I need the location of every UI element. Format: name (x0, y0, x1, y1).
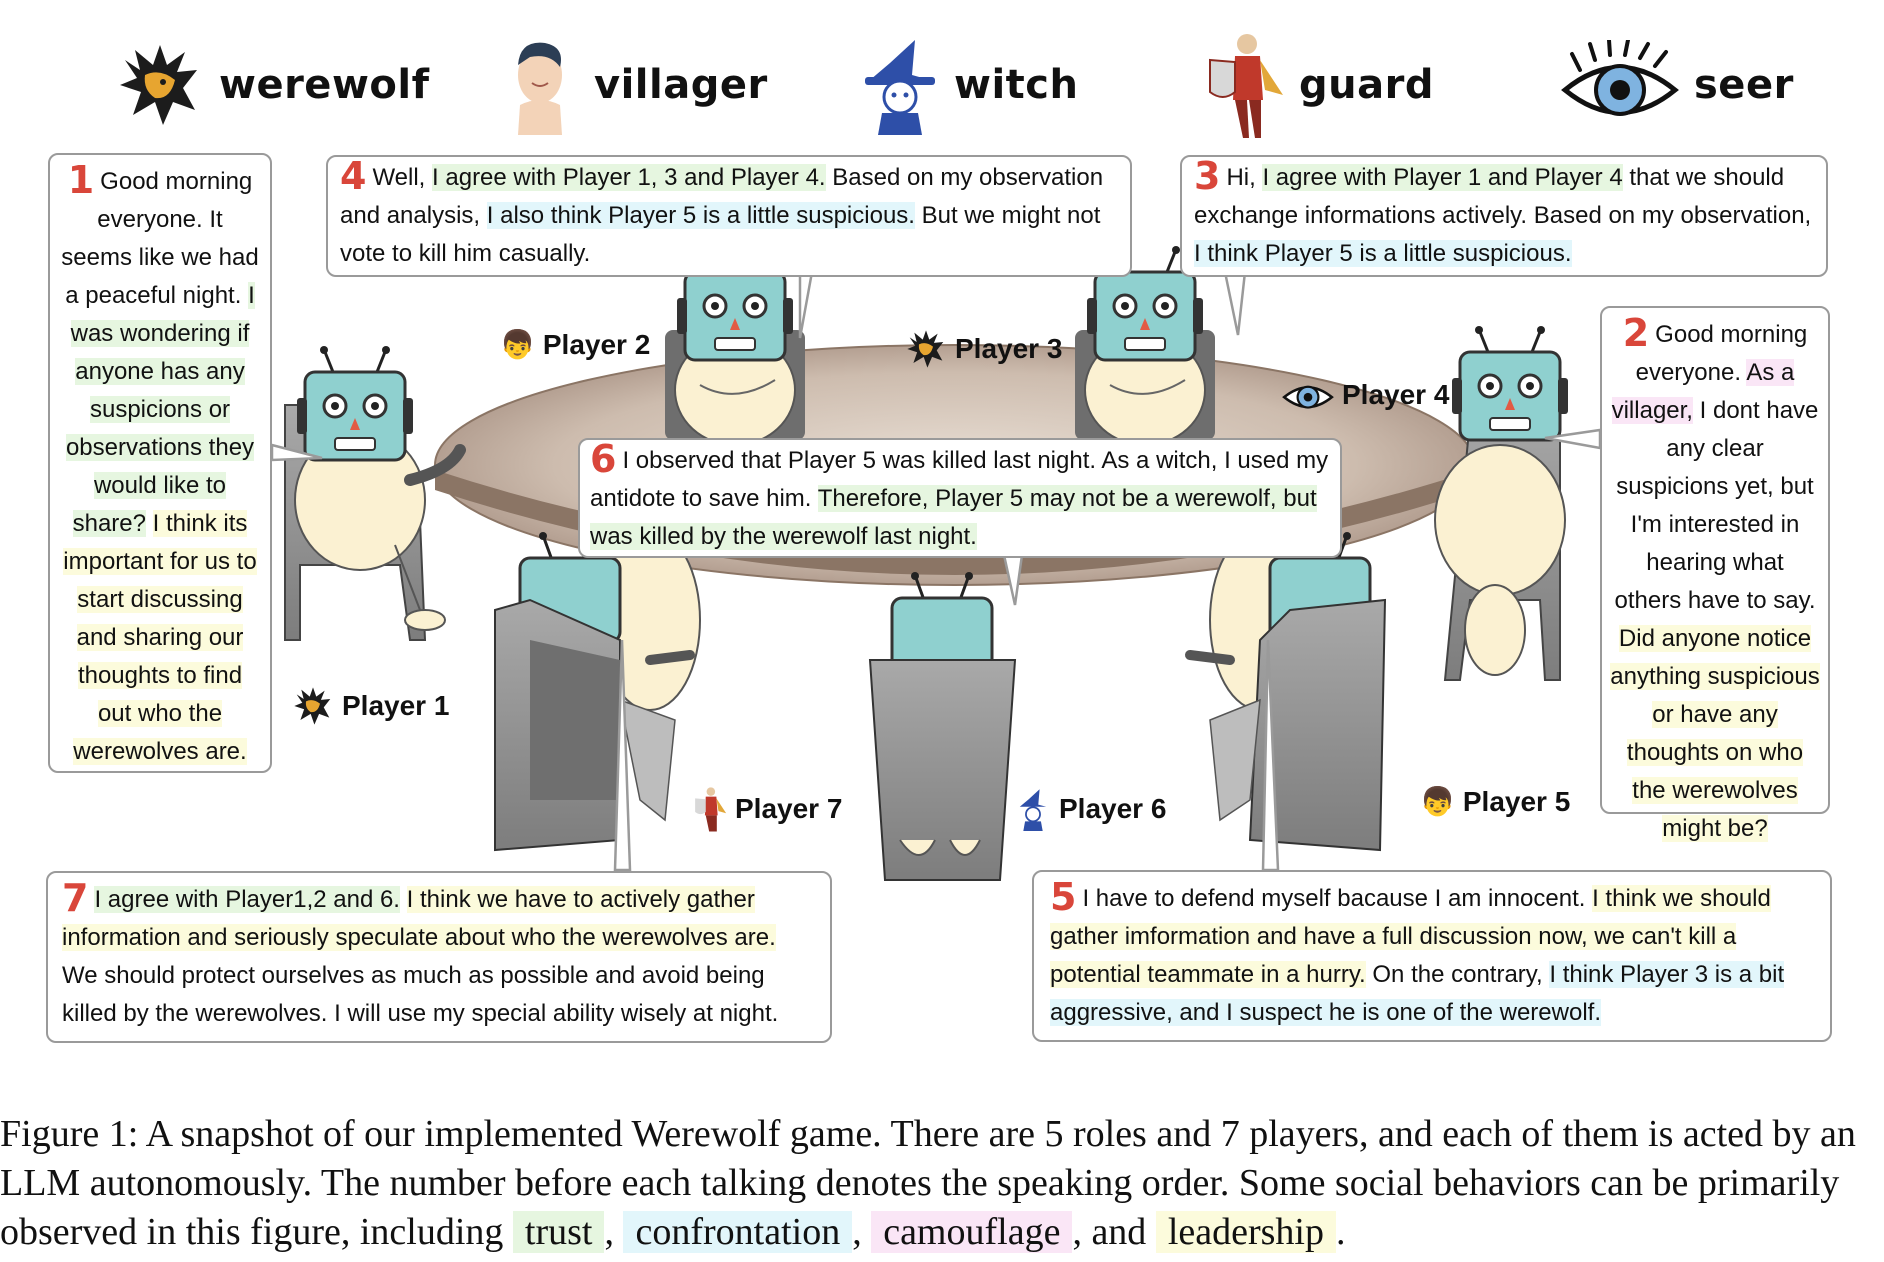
role-name-seer: seer (1694, 62, 1794, 108)
role-name-witch: witch (954, 62, 1079, 108)
speaking-order-number: 4 (340, 154, 367, 198)
role-name-guard: guard (1299, 62, 1434, 108)
player-3-label: Player 3 (905, 328, 1062, 370)
behavior-tag-confrontation: confrontation (623, 1211, 853, 1253)
villager-icon: 👦 (1420, 786, 1455, 817)
speaking-order-number: 1 (67, 158, 95, 202)
figure-caption: Figure 1: A snapshot of our implemented … (0, 1113, 1856, 1253)
player-1-label: Player 1 (292, 685, 449, 727)
role-werewolf: werewolf (115, 40, 429, 130)
seer-eye-icon (1561, 40, 1679, 116)
role-seer: seer (1560, 40, 1794, 130)
role-guard: guard (1205, 34, 1434, 138)
role-villager: villager (500, 40, 768, 135)
villager-icon (518, 42, 562, 135)
player-2-label: 👦 Player 2 (500, 328, 651, 361)
guard-icon (1209, 34, 1283, 138)
werewolf-icon (120, 45, 197, 125)
speaking-order-number: 6 (590, 437, 617, 481)
speaking-order-number: 5 (1050, 875, 1077, 919)
speaking-order-number: 2 (1622, 311, 1650, 355)
villager-icon: 👦 (500, 329, 535, 360)
speaking-order-number: 3 (1194, 154, 1221, 198)
werewolf-icon (294, 687, 331, 725)
player-5-label: 👦 Player 5 (1420, 785, 1571, 818)
player-7-label: Player 7 (693, 785, 842, 833)
player-4-label: Player 4 (1282, 375, 1449, 415)
speaking-order-number: 7 (62, 876, 89, 920)
behavior-tag-camouflage: camouflage (871, 1211, 1073, 1253)
seer-eye-icon (1282, 385, 1334, 409)
role-name-villager: villager (594, 62, 768, 108)
role-witch: witch (860, 40, 1079, 135)
behavior-tag-trust: trust (512, 1211, 605, 1253)
witch-icon (1019, 789, 1047, 831)
role-name-werewolf: werewolf (219, 62, 430, 108)
witch-icon (865, 40, 935, 135)
werewolf-icon (907, 330, 944, 368)
behavior-tag-leadership: leadership (1155, 1211, 1336, 1253)
player-6-label: Player 6 (1015, 787, 1166, 831)
guard-icon (695, 787, 727, 832)
